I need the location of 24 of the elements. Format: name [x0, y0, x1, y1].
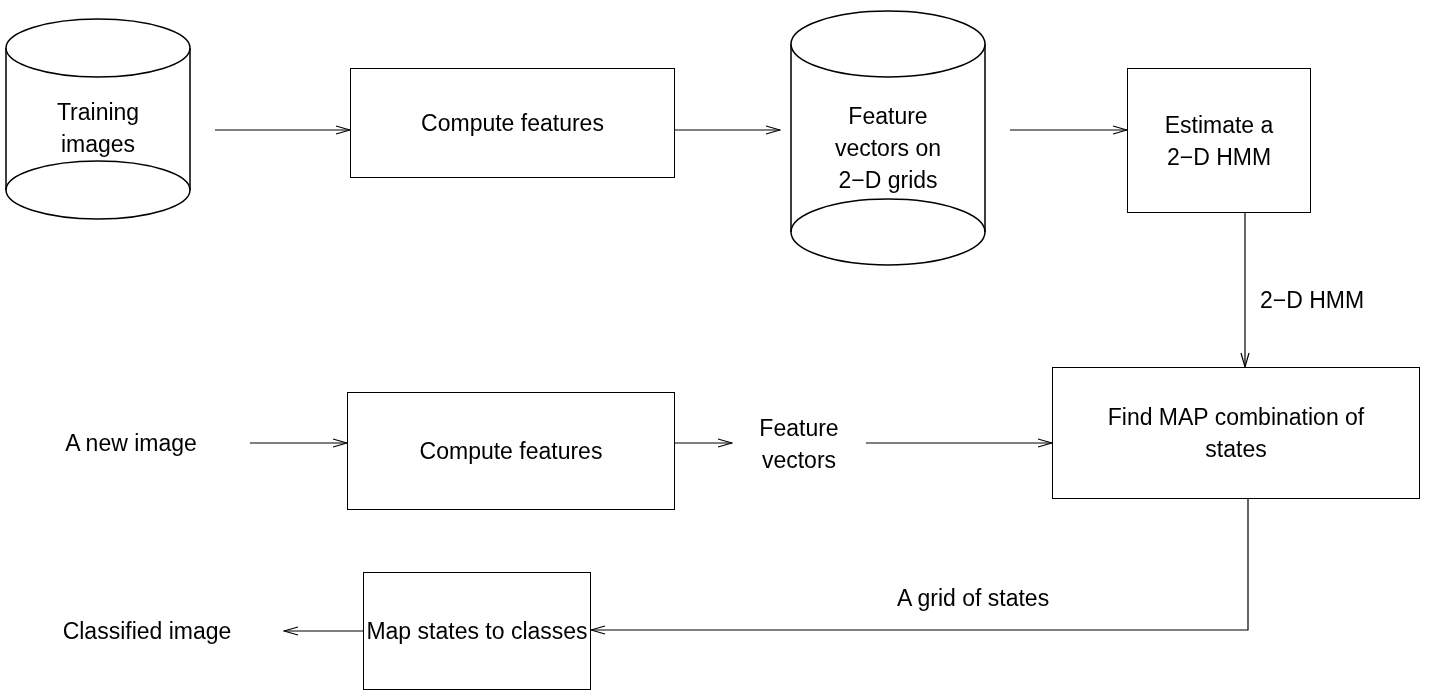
arrow: [590, 498, 1249, 635]
node-label: Classified image: [62, 617, 232, 646]
process-box: [363, 572, 591, 690]
box-label: Feature vectors on 2−D grids: [833, 102, 943, 196]
arrow: [865, 438, 1053, 448]
box-label: Compute features: [419, 437, 603, 466]
arrow: [1009, 125, 1128, 135]
box-label: Estimate a 2−D HMM: [1163, 110, 1275, 172]
process-box: [350, 68, 675, 178]
arrow: [674, 125, 781, 135]
box-label: Training images: [55, 98, 141, 159]
arrow: [283, 626, 364, 636]
arrow: [214, 125, 351, 135]
arrow: [1240, 212, 1250, 368]
process-box: [1127, 68, 1311, 213]
arrow: [249, 438, 348, 448]
process-box: [347, 392, 675, 510]
box-label: Map states to classes: [366, 617, 588, 646]
node-label: A new image: [65, 429, 197, 458]
arrow: [674, 438, 733, 448]
process-box: [1052, 367, 1420, 499]
box-label: Find MAP combination of states: [1106, 403, 1366, 464]
node-label: Feature vectors: [758, 414, 840, 475]
box-label: Compute features: [421, 109, 604, 138]
